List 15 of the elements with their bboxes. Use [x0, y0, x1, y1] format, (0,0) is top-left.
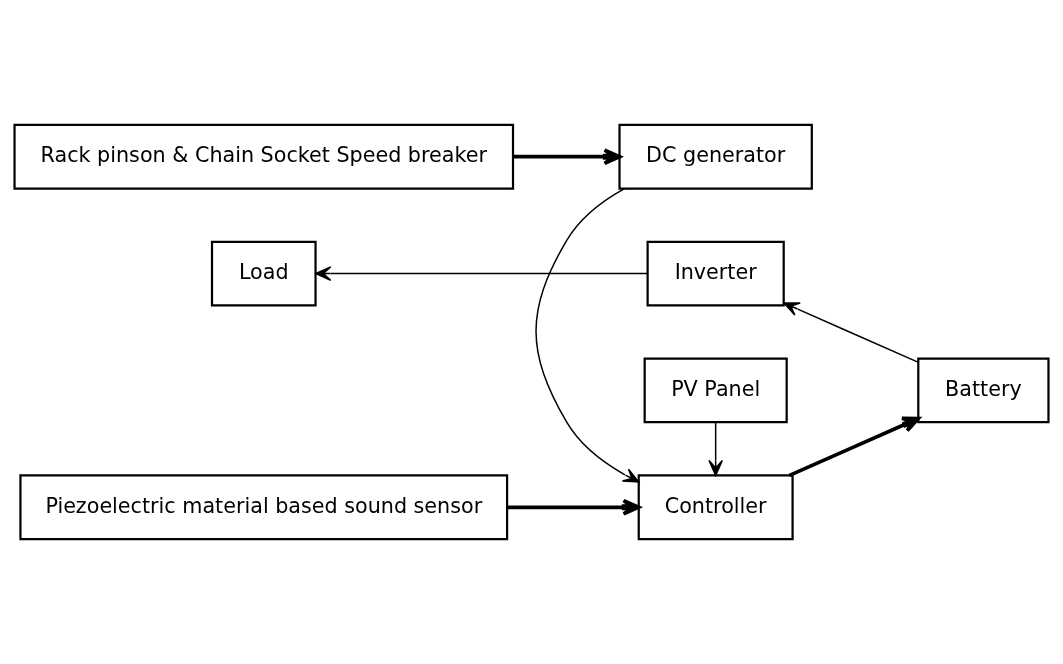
node-box: Load — [210, 240, 317, 307]
node-box: Piezoelectric material based sound sensor — [19, 474, 509, 541]
node-box: Rack pinson & Chain Socket Speed breaker — [13, 123, 515, 190]
arrow — [788, 416, 921, 478]
node-box: Battery — [917, 357, 1050, 424]
arrow — [783, 302, 919, 363]
arrow — [535, 187, 640, 483]
arrow — [315, 266, 649, 281]
arrow — [507, 498, 641, 516]
node-box: Inverter — [646, 240, 785, 307]
arrow — [708, 421, 724, 477]
node-box: PV Panel — [643, 357, 788, 424]
node-box: DC generator — [618, 123, 813, 190]
arrow — [513, 148, 622, 166]
node-box: Controller — [637, 474, 794, 541]
